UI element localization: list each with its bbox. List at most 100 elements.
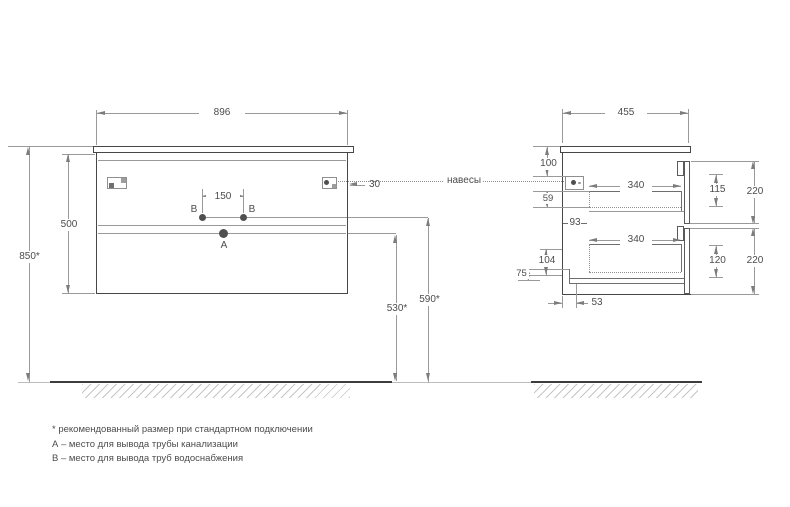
ext-line bbox=[575, 284, 577, 308]
arrow-icon bbox=[545, 201, 549, 207]
lower-drawer-back-line bbox=[588, 244, 590, 272]
dim-tick bbox=[709, 276, 723, 278]
arrow-icon bbox=[751, 286, 755, 294]
arrow-icon bbox=[65, 285, 70, 293]
dim-upper-front-height: 220 bbox=[742, 186, 768, 198]
dim-plinth-notch: 75 bbox=[514, 268, 529, 279]
floor-line-right bbox=[531, 380, 702, 383]
arrow-icon bbox=[751, 215, 755, 224]
ext-line bbox=[518, 279, 540, 281]
left-hanger-screw-icon bbox=[108, 183, 114, 188]
hanger-leader-line bbox=[338, 181, 443, 182]
left-hanger-screw-icon bbox=[120, 178, 126, 183]
front-cabinet-body bbox=[96, 151, 348, 294]
dim-install-height: 850* bbox=[9, 251, 50, 263]
arrow-icon bbox=[673, 237, 681, 242]
dim-drain-offset: 53 bbox=[591, 297, 603, 308]
point-b-left-label: В bbox=[190, 204, 198, 215]
arrow-icon bbox=[544, 168, 549, 176]
ext-line bbox=[533, 176, 565, 177]
ext-line bbox=[522, 274, 562, 276]
arrow-icon bbox=[348, 182, 357, 186]
arrow-icon bbox=[673, 183, 681, 188]
dim-water-height: 590* bbox=[410, 294, 449, 306]
dim-lower-drawer-inner: 120 bbox=[705, 254, 730, 267]
bottom-panel-bottom-line bbox=[569, 282, 684, 284]
arrow-icon bbox=[713, 268, 718, 277]
dim-tick bbox=[562, 223, 568, 224]
side-bottom-edge bbox=[562, 293, 691, 295]
ext-line bbox=[346, 110, 348, 145]
lower-drawer-front-line bbox=[681, 244, 682, 272]
floor-hatching-left bbox=[82, 383, 350, 398]
upper-drawer-front bbox=[683, 160, 690, 224]
ext-line bbox=[533, 146, 560, 147]
side-hanger-screw-icon bbox=[570, 180, 576, 185]
hangers-label: навесы bbox=[446, 174, 482, 186]
point-a-marker bbox=[218, 228, 228, 238]
bottom-panel-top-line bbox=[569, 277, 684, 279]
arrow-icon bbox=[575, 300, 584, 305]
arrow-icon bbox=[393, 235, 397, 243]
dim-tick bbox=[580, 223, 587, 224]
note-legend-b: В – место для вывода труб водоснабжения bbox=[52, 453, 244, 464]
arrow-icon bbox=[751, 161, 755, 169]
ext-line bbox=[62, 293, 95, 294]
ext-line bbox=[690, 227, 759, 229]
dim-back-clearance: 93 bbox=[569, 217, 581, 228]
upper-front-bracket bbox=[677, 160, 684, 176]
arrow-icon bbox=[393, 373, 397, 381]
point-b-right-marker bbox=[239, 213, 247, 221]
dim-upper-drawer-inner: 115 bbox=[705, 183, 730, 196]
note-recommended-size: * рекомендованный размер при стандартном… bbox=[52, 424, 313, 435]
right-hanger-screw-icon bbox=[324, 179, 329, 185]
dim-front-height: 500 bbox=[51, 219, 87, 231]
arrow-icon bbox=[554, 300, 562, 305]
point-b-right-label: В bbox=[248, 204, 256, 215]
back-notch-line bbox=[569, 268, 570, 283]
dim-tick bbox=[709, 205, 723, 207]
side-countertop bbox=[559, 146, 691, 153]
ext-line bbox=[96, 110, 97, 145]
dim-drain-height: 530* bbox=[378, 303, 416, 315]
upper-drawer-bottom-line bbox=[588, 207, 681, 208]
ext-line bbox=[562, 296, 563, 308]
arrow-icon bbox=[713, 245, 718, 254]
arrow-icon bbox=[26, 373, 30, 381]
floor-hatching-right bbox=[534, 383, 698, 398]
arrow-icon bbox=[589, 237, 597, 242]
arrow-icon bbox=[544, 147, 549, 155]
arrow-icon bbox=[713, 197, 718, 206]
ext-line bbox=[533, 190, 589, 192]
leader-line-30 bbox=[350, 184, 365, 186]
arrow-icon bbox=[589, 183, 597, 188]
floor-line-left bbox=[50, 380, 392, 383]
upper-drawer-back-line bbox=[588, 190, 590, 207]
arrow-icon bbox=[680, 110, 688, 115]
ext-line bbox=[201, 189, 203, 213]
lower-drawer-bottom-line bbox=[588, 272, 681, 273]
dim-front-width: 896 bbox=[199, 107, 245, 119]
arrow-icon bbox=[425, 373, 430, 381]
ext-line bbox=[691, 294, 759, 295]
dim-upper-drawer-depth: 340 bbox=[620, 180, 652, 192]
arrow-icon bbox=[26, 147, 30, 155]
side-hanger-screw-icon bbox=[578, 181, 581, 184]
arrow-icon bbox=[543, 266, 548, 275]
dim-hanger-inset: 30 bbox=[368, 179, 381, 190]
dim-lower-front-height: 220 bbox=[742, 255, 768, 267]
arrow-icon bbox=[751, 228, 755, 236]
ext-line bbox=[540, 248, 562, 250]
dim-bottom-section: 104 bbox=[534, 255, 560, 267]
upper-drawer-front-line bbox=[681, 190, 682, 211]
arrow-icon bbox=[338, 110, 347, 115]
dim-hanger-to-drawer: 59 bbox=[539, 192, 557, 204]
arrow-icon bbox=[543, 249, 548, 257]
ext-line bbox=[690, 223, 759, 224]
dim-lower-drawer-depth: 340 bbox=[620, 234, 652, 246]
arrow-icon bbox=[425, 217, 430, 226]
arrow-icon bbox=[97, 110, 105, 115]
front-drawer-gap-line-upper bbox=[98, 225, 346, 226]
ext-line bbox=[562, 109, 563, 143]
right-hanger-screw-icon bbox=[331, 184, 336, 188]
